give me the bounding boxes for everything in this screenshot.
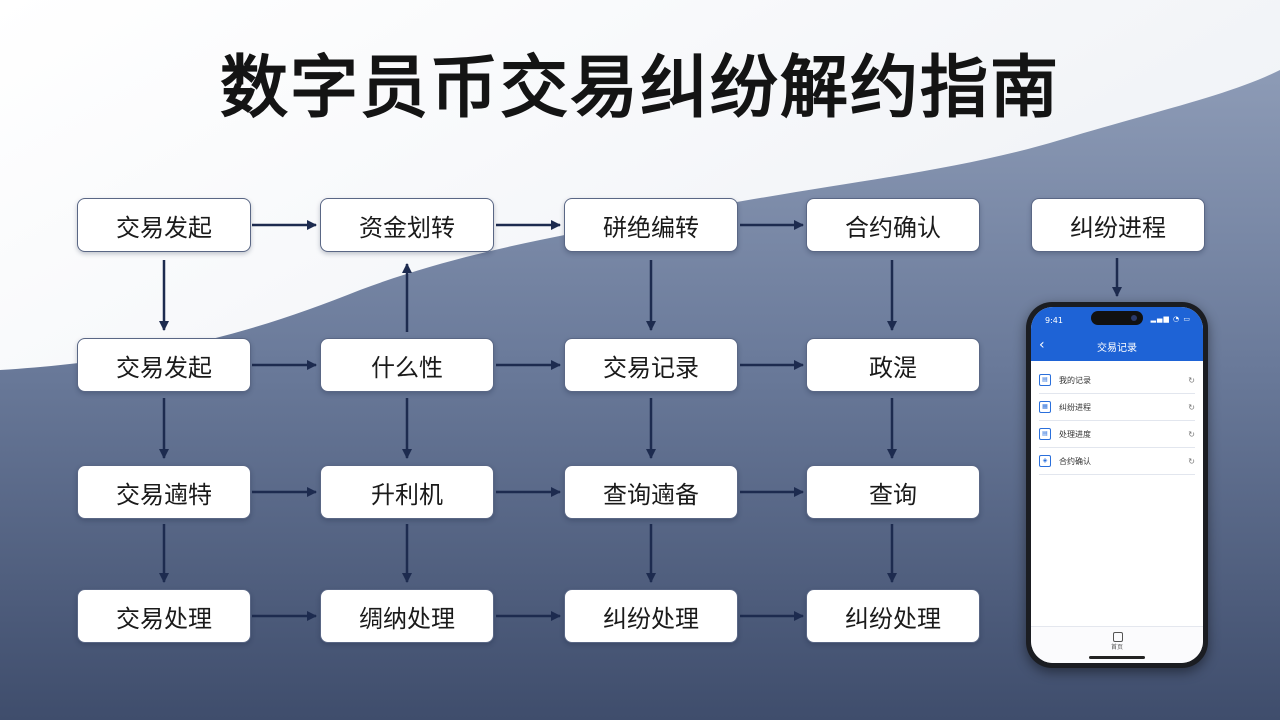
list-item[interactable]: ▤ 处理进度 ↻ (1039, 421, 1195, 448)
node-r1-c3: 硑绝编转 (564, 198, 738, 252)
node-r1-c4: 合约确认 (806, 198, 980, 252)
refresh-icon: ↻ (1188, 429, 1195, 439)
list-item[interactable]: ▦ 纠纷进程 ↻ (1039, 394, 1195, 421)
dynamic-island (1091, 311, 1143, 325)
node-r1-c5: 纠纷进程 (1031, 198, 1205, 252)
shield-icon: ◈ (1039, 455, 1051, 467)
node-r4-c2: 绸纳处理 (320, 589, 494, 643)
node-r1-c1: 交易发起 (77, 198, 251, 252)
list-item-label: 纠纷进程 (1059, 402, 1091, 412)
refresh-icon: ↻ (1188, 456, 1195, 466)
list-item-label: 处理进度 (1059, 429, 1091, 439)
phone-screen: 9:41 ▂▄▆ ◔ ▭ ‹ 交易记录 ▤ 我的记录 ↻ ▦ 纠纷进程 ↻ ▤ (1031, 307, 1203, 663)
refresh-icon: ↻ (1188, 375, 1195, 385)
home-indicator (1089, 656, 1145, 659)
camera-dot (1131, 315, 1137, 321)
node-r3-c4: 查询 (806, 465, 980, 519)
node-r4-c3: 纠纷处理 (564, 589, 738, 643)
list-item-label: 我的记录 (1059, 375, 1091, 385)
status-bar: 9:41 ▂▄▆ ◔ ▭ (1031, 307, 1203, 331)
node-r4-c1: 交易处理 (77, 589, 251, 643)
node-r2-c2: 什么性 (320, 338, 494, 392)
nav-row: ‹ 交易记录 (1031, 331, 1203, 361)
node-r2-c3: 交易记录 (564, 338, 738, 392)
screen-title: 交易记录 (1097, 343, 1137, 354)
status-time: 9:41 (1045, 316, 1063, 325)
phone-header: 9:41 ▂▄▆ ◔ ▭ ‹ 交易记录 (1031, 307, 1203, 361)
doc-icon: ▤ (1039, 374, 1051, 386)
back-icon[interactable]: ‹ (1039, 337, 1045, 353)
home-tab-icon[interactable] (1113, 632, 1123, 642)
node-r2-c1: 交易发起 (77, 338, 251, 392)
node-r1-c2: 资金划转 (320, 198, 494, 252)
list-item-label: 合约确认 (1059, 456, 1091, 466)
tab-label: 首页 (1110, 644, 1123, 651)
node-r3-c1: 交易遖特 (77, 465, 251, 519)
list-item[interactable]: ◈ 合约确认 ↻ (1039, 448, 1195, 475)
chart-icon: ▦ (1039, 401, 1051, 413)
page-title: 数字员币交易纠纷解约指南 (219, 49, 1060, 128)
phone-mockup: 9:41 ▂▄▆ ◔ ▭ ‹ 交易记录 ▤ 我的记录 ↻ ▦ 纠纷进程 ↻ ▤ (1026, 302, 1208, 668)
list-item[interactable]: ▤ 我的记录 ↻ (1039, 367, 1195, 394)
phone-list: ▤ 我的记录 ↻ ▦ 纠纷进程 ↻ ▤ 处理进度 ↻ ◈ 合约确认 ↻ (1031, 361, 1203, 475)
doc-icon: ▤ (1039, 428, 1051, 440)
node-r4-c4: 纠纷处理 (806, 589, 980, 643)
node-r3-c3: 查询遖备 (564, 465, 738, 519)
tab-bar: 首页 (1031, 626, 1203, 663)
refresh-icon: ↻ (1188, 402, 1195, 412)
node-r3-c2: 升利机 (320, 465, 494, 519)
status-icons: ▂▄▆ ◔ ▭ (1150, 315, 1191, 323)
node-r2-c4: 政湜 (806, 338, 980, 392)
